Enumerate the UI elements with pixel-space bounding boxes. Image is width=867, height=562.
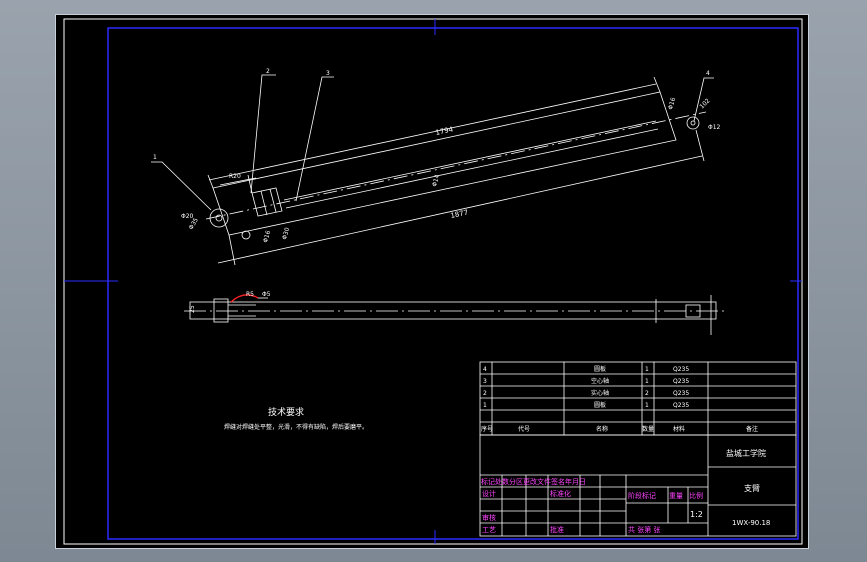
bom-row-material: Q235 [673, 378, 689, 385]
label-weight: 重量 [669, 492, 683, 500]
dim-d1: Φ20 [181, 213, 194, 220]
bom-row-name: 圆板 [594, 365, 606, 373]
label-stage: 阶段标记 [628, 491, 656, 500]
bom-header-note: 备注 [746, 425, 758, 433]
drawing-border [107, 27, 799, 540]
bom-row-qty: 2 [645, 390, 649, 397]
drawing-number: 1WX-90.18 [732, 519, 770, 527]
dim-ext-1 [207, 174, 214, 189]
label-ratio: 比例 [689, 491, 703, 500]
dim-length-total: 1877 [450, 208, 469, 220]
part-name: 支臂 [744, 483, 760, 493]
dim-length-overall: 1794 [435, 125, 455, 137]
bom-row-material: Q235 [673, 402, 689, 409]
shaft-line-b [269, 188, 277, 213]
bom-row-material: Q235 [673, 390, 689, 397]
bom-row-no: 2 [483, 390, 487, 397]
dim-d3: Φ16 [262, 230, 272, 244]
side-tube [189, 301, 717, 320]
bom-row-name: 实心轴 [591, 389, 609, 397]
revision-row-labels: 标记处数分区更改文件签名年月日 [481, 477, 586, 486]
bom-row-qty: 1 [645, 402, 649, 409]
shaft-line-a [260, 190, 268, 216]
bom-row-name: 空心轴 [591, 377, 609, 385]
drawing-sheet: 1794 1877 Φ20 Φ35 Φ16 Φ30 Φ14 102 R20 Φ1… [55, 14, 809, 549]
label-process: 工艺 [482, 526, 496, 534]
leader-2 [250, 74, 276, 194]
school-name: 盐城工学院 [726, 448, 766, 458]
right-plate-circle [686, 116, 700, 130]
scale-value: 1:2 [690, 510, 703, 519]
tube-outline [212, 91, 677, 236]
leader-1 [151, 161, 212, 211]
bom-header-qty: 数量 [642, 425, 654, 433]
outer-frame [63, 18, 803, 545]
main-view: 1794 1877 Φ20 Φ35 Φ16 Φ30 Φ14 102 R20 Φ1… [151, 68, 721, 266]
dim-d6: 102 [698, 97, 711, 110]
bom-row-name: 圆板 [594, 401, 606, 409]
bom-row-qty: 1 [645, 366, 649, 373]
dim-ext-2 [653, 76, 661, 93]
bom-row-material: Q235 [673, 366, 689, 373]
dim-line-bottom [217, 155, 703, 264]
tube-centerline [205, 111, 707, 220]
inner-bore-bottom [285, 128, 659, 209]
tech-req-text: 焊缝对焊缝处平整，光滑，不得有缺陷，焊后要磨平。 [224, 423, 368, 431]
bom-header-name: 名称 [596, 425, 608, 433]
label-sheets: 共 张第 张 [628, 525, 660, 534]
side-dim-d: Φ5 [262, 291, 271, 298]
title-frame [479, 434, 797, 537]
right-plate-hole [690, 120, 696, 126]
dim-ext-4 [695, 129, 705, 162]
weld-symbol [230, 294, 259, 303]
inner-bore-top [283, 120, 657, 201]
dim-d5: Φ14 [431, 174, 441, 188]
bom-header-code: 代号 [518, 425, 530, 433]
small-hole [241, 230, 251, 240]
callout-3: 3 [326, 70, 330, 77]
tech-req-title: 技术要求 [268, 406, 304, 418]
bom-table: 4 圆板 1 Q235 3 空心轴 1 Q235 2 实心轴 2 Q235 1 … [479, 361, 797, 436]
left-plate-hole [215, 214, 223, 222]
dim-d4: Φ30 [281, 227, 291, 241]
leader-3 [295, 76, 334, 202]
side-dim-h: 25 [189, 305, 196, 313]
bom-header-material: 材料 [673, 425, 685, 433]
callout-2: 2 [266, 68, 270, 75]
label-review: 审核 [482, 513, 496, 522]
callout-4: 4 [706, 70, 710, 77]
bom-row-no: 4 [483, 366, 487, 373]
bom-row-no: 1 [483, 402, 487, 409]
title-block: 盐城工学院 支臂 1WX-90.18 1:2 标记处数分区更改文件签名年月日 设… [479, 434, 797, 537]
dim-line-top [208, 83, 657, 181]
side-view: 25 R5 Φ5 [184, 291, 726, 335]
label-approve: 批准 [550, 525, 564, 534]
cad-drawing: 1794 1877 Φ20 Φ35 Φ16 Φ30 Φ14 102 R20 Φ1… [63, 18, 803, 545]
callout-1: 1 [153, 154, 157, 161]
bom-header-no: 序号 [481, 425, 493, 433]
bom-frame [479, 361, 797, 436]
dim-d8: Φ16 [667, 97, 677, 111]
left-shaft-block [251, 187, 283, 217]
dim-d9: Φ12 [708, 124, 721, 131]
dim-line-small [219, 177, 257, 186]
label-design: 设计 [482, 489, 496, 498]
label-standardize: 标准化 [550, 489, 571, 498]
dim-d7: R20 [229, 173, 241, 180]
bom-row-qty: 1 [645, 378, 649, 385]
side-dim-r: R5 [246, 291, 254, 298]
leader-4 [693, 77, 714, 122]
left-plate-circle [209, 208, 229, 228]
bom-row-no: 3 [483, 378, 487, 385]
dim-ext-3 [228, 234, 236, 266]
side-left-plate [213, 298, 229, 323]
